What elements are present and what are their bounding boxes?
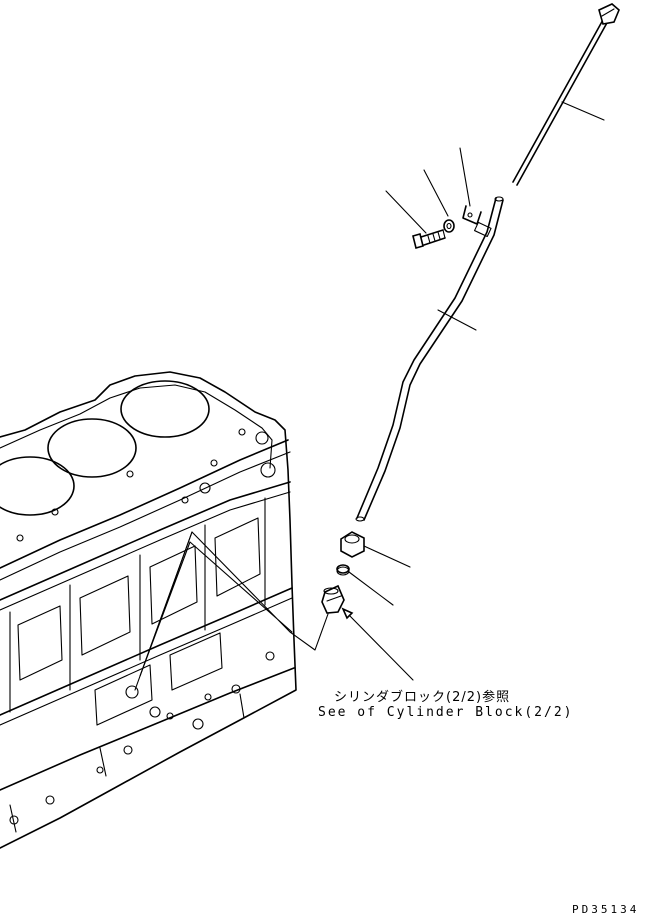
leader-ref-arrow [345,611,414,681]
cylinder-block [0,371,297,849]
leader-fitting-2 [134,531,193,691]
leader-gauge [561,101,605,121]
figure-number: PD35134 [572,903,640,916]
leader-fitting-1 [139,531,329,677]
leader-bolt [385,190,427,234]
washer [443,219,455,233]
o-ring [336,564,350,576]
mounting-bolt [412,229,446,249]
reference-note-japanese: シリンダブロック(2/2)参照 [334,690,511,705]
leader-bracket [459,147,471,207]
leader-nut [363,545,411,568]
leader-oring [348,571,394,606]
leader-lines [134,101,605,691]
elbow-fitting [321,584,345,614]
ref-arrowhead [341,607,354,620]
dipstick-gauge [512,3,620,186]
nut [340,531,365,558]
guide-tube [355,196,504,522]
leader-washer [423,169,449,217]
leader-tube [437,309,477,331]
reference-note-english: See of Cylinder Block(2/2) [318,705,574,720]
bracket [462,205,482,225]
